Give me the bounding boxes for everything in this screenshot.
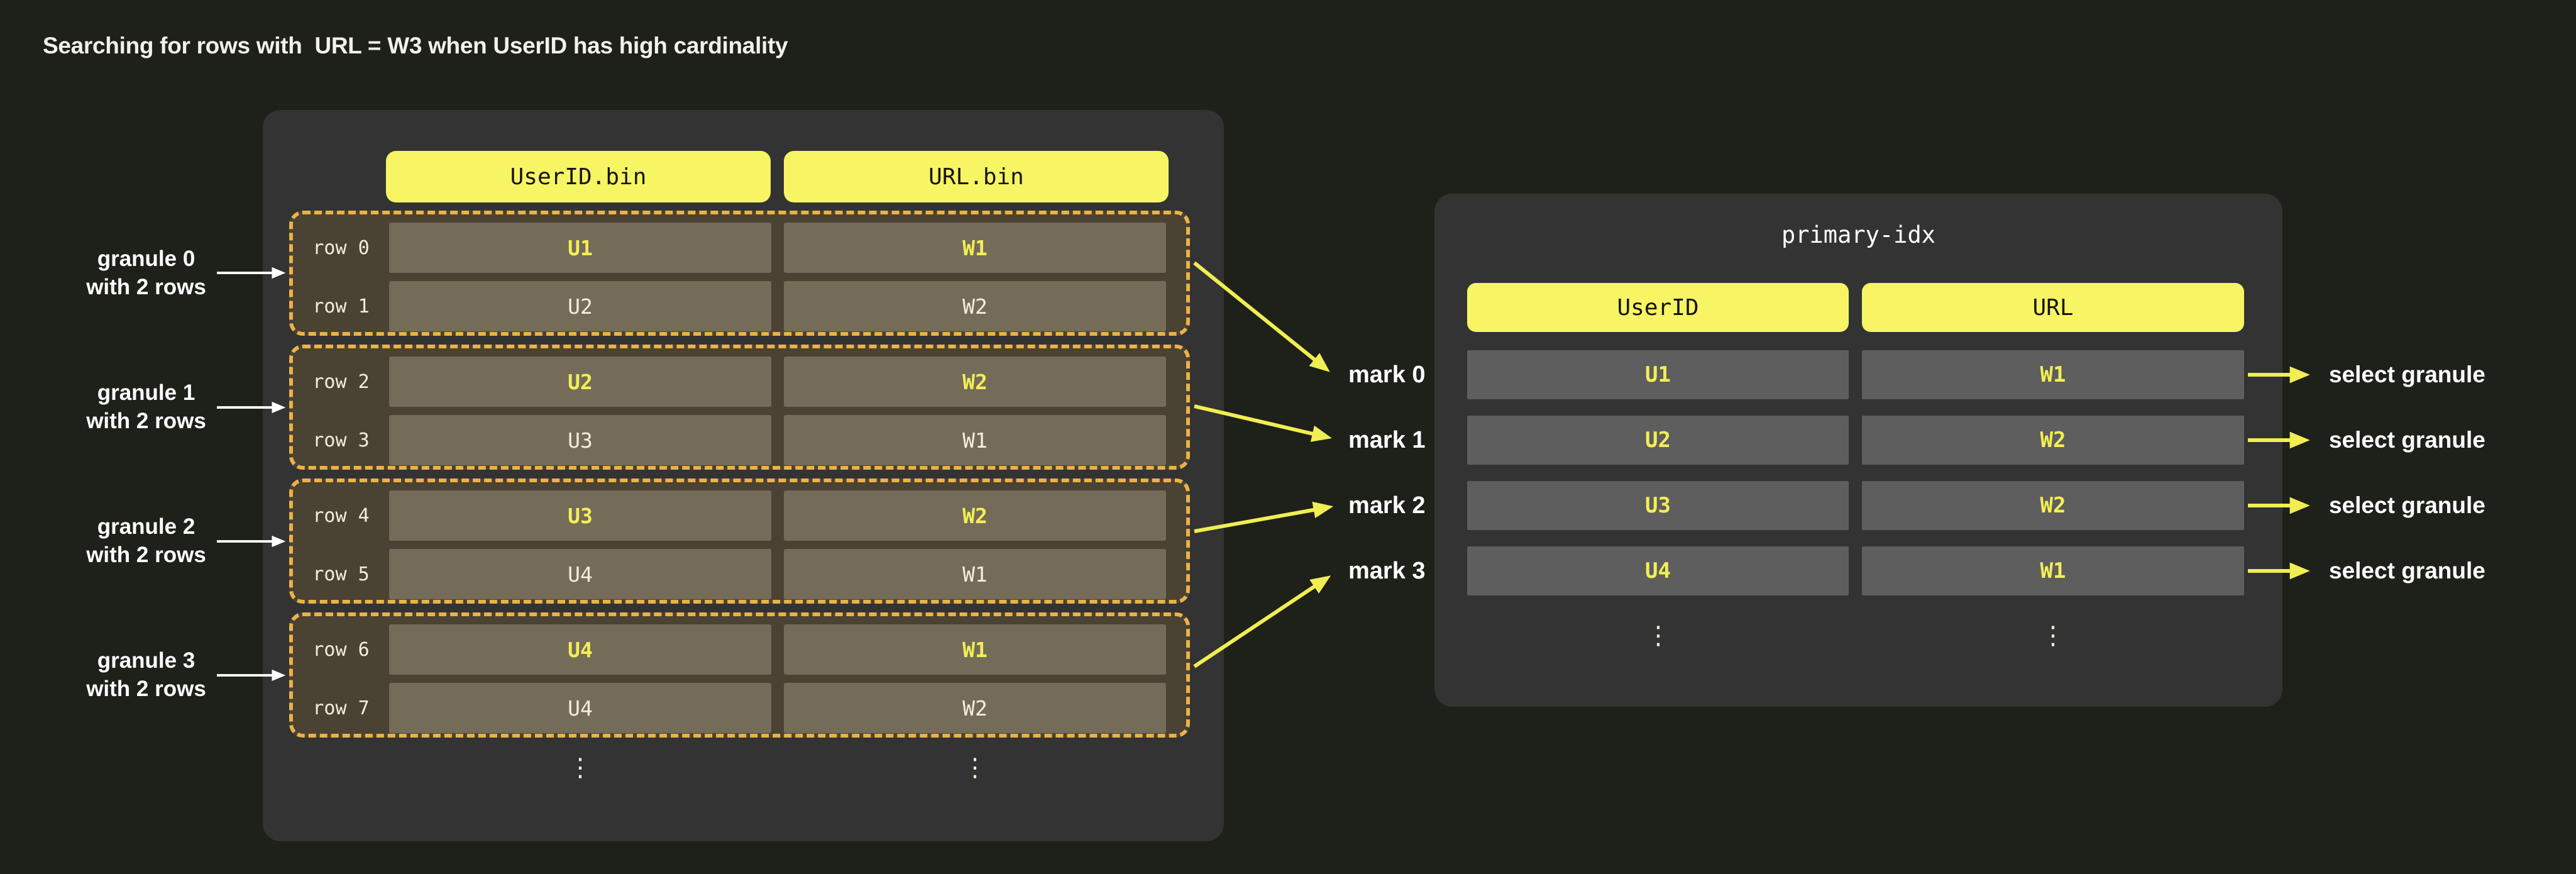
mark-3-label: mark 3 bbox=[1348, 558, 1426, 584]
userid-cell: U4 bbox=[389, 549, 771, 599]
row-label: row 1 bbox=[312, 295, 370, 318]
url-bin-header: URL.bin bbox=[784, 151, 1169, 202]
url-cell: W2 bbox=[784, 357, 1166, 407]
granule-box-2: row 4 U3 W2 row 5 U4 W1 bbox=[289, 478, 1190, 604]
select-granule-label-0: select granule bbox=[2329, 362, 2485, 387]
granule-row: row 5 U4 W1 bbox=[293, 549, 1186, 599]
mark-0-label: mark 0 bbox=[1348, 362, 1426, 388]
granule-box-0: row 0 U1 W1 row 1 U2 W2 bbox=[289, 211, 1190, 336]
granule-row: row 0 U1 W1 bbox=[293, 223, 1186, 273]
row-label: row 2 bbox=[312, 370, 370, 393]
select-granule-label-3: select granule bbox=[2329, 558, 2485, 584]
row-label: row 7 bbox=[312, 697, 370, 719]
granule-3-label-line1: granule 3 bbox=[97, 648, 195, 673]
granule-row: row 3 U3 W1 bbox=[293, 415, 1186, 465]
select-granule-label-1: select granule bbox=[2329, 427, 2485, 453]
userid-cell: U3 bbox=[389, 415, 771, 465]
granule-2-label-line1: granule 2 bbox=[97, 514, 195, 539]
url-cell: W1 bbox=[784, 549, 1166, 599]
index-userid-cell: U3 bbox=[1467, 481, 1849, 530]
index-userid-ellipsis: ⋮ bbox=[1646, 621, 1671, 650]
mark-2-label: mark 2 bbox=[1348, 492, 1426, 519]
userid-cell: U1 bbox=[389, 223, 771, 273]
granule-box-1: row 2 U2 W2 row 3 U3 W1 bbox=[289, 345, 1190, 470]
granule-2-label: granule 2 with 2 rows bbox=[53, 512, 239, 569]
url-cell: W1 bbox=[784, 624, 1166, 675]
index-userid-cell: U2 bbox=[1467, 416, 1849, 465]
mark-1-label: mark 1 bbox=[1348, 427, 1426, 453]
url-header: URL bbox=[1862, 283, 2244, 332]
url-cell: W2 bbox=[784, 490, 1166, 541]
primary-index-panel: primary-idx UserID URL U1 W1 U2 W2 U3 W2… bbox=[1434, 194, 2282, 707]
granule-0-label: granule 0 with 2 rows bbox=[53, 245, 239, 301]
url-column-ellipsis: ⋮ bbox=[962, 753, 988, 782]
index-url-cell: W2 bbox=[1862, 416, 2244, 465]
column-files-panel: UserID.bin URL.bin row 0 U1 W1 row 1 U2 … bbox=[263, 110, 1224, 841]
index-url-ellipsis: ⋮ bbox=[2040, 621, 2066, 650]
url-cell: W2 bbox=[784, 683, 1166, 733]
index-url-cell: W1 bbox=[1862, 350, 2244, 399]
granule-1-label-line1: granule 1 bbox=[97, 380, 195, 405]
granule-0-label-line2: with 2 rows bbox=[86, 275, 206, 299]
userid-cell: U2 bbox=[389, 357, 771, 407]
url-cell: W1 bbox=[784, 415, 1166, 465]
row-label: row 6 bbox=[312, 638, 370, 661]
userid-column-ellipsis: ⋮ bbox=[568, 753, 593, 782]
userid-cell: U4 bbox=[389, 624, 771, 675]
index-url-cell: W2 bbox=[1862, 481, 2244, 530]
page-title: Searching for rows with URL = W3 when Us… bbox=[43, 33, 788, 58]
granule-2-label-line2: with 2 rows bbox=[86, 543, 206, 567]
granule-row: row 6 U4 W1 bbox=[293, 624, 1186, 675]
select-granule-label-2: select granule bbox=[2329, 492, 2485, 518]
userid-cell: U3 bbox=[389, 490, 771, 541]
granule-1-label: granule 1 with 2 rows bbox=[53, 379, 239, 435]
granule-1-label-line2: with 2 rows bbox=[86, 409, 206, 433]
url-cell: W1 bbox=[784, 223, 1166, 273]
row-label: row 0 bbox=[312, 236, 370, 259]
row-label: row 4 bbox=[312, 504, 370, 527]
index-userid-cell: U4 bbox=[1467, 546, 1849, 595]
row-label: row 5 bbox=[312, 563, 370, 585]
index-url-cell: W1 bbox=[1862, 546, 2244, 595]
granule-3-label: granule 3 with 2 rows bbox=[53, 646, 239, 703]
url-cell: W2 bbox=[784, 281, 1166, 331]
granule-3-label-line2: with 2 rows bbox=[86, 677, 206, 701]
row-label: row 3 bbox=[312, 429, 370, 451]
userid-header: UserID bbox=[1467, 283, 1849, 332]
granule-box-3: row 6 U4 W1 row 7 U4 W2 bbox=[289, 612, 1190, 738]
userid-cell: U4 bbox=[389, 683, 771, 733]
userid-cell: U2 bbox=[389, 281, 771, 331]
granule-0-label-line1: granule 0 bbox=[97, 246, 195, 271]
granule-row: row 7 U4 W2 bbox=[293, 683, 1186, 733]
index-userid-cell: U1 bbox=[1467, 350, 1849, 399]
userid-bin-header: UserID.bin bbox=[386, 151, 771, 202]
granule-row: row 4 U3 W2 bbox=[293, 490, 1186, 541]
primary-index-title: primary-idx bbox=[1781, 221, 1936, 248]
granule-row: row 1 U2 W2 bbox=[293, 281, 1186, 331]
granule-row: row 2 U2 W2 bbox=[293, 357, 1186, 407]
